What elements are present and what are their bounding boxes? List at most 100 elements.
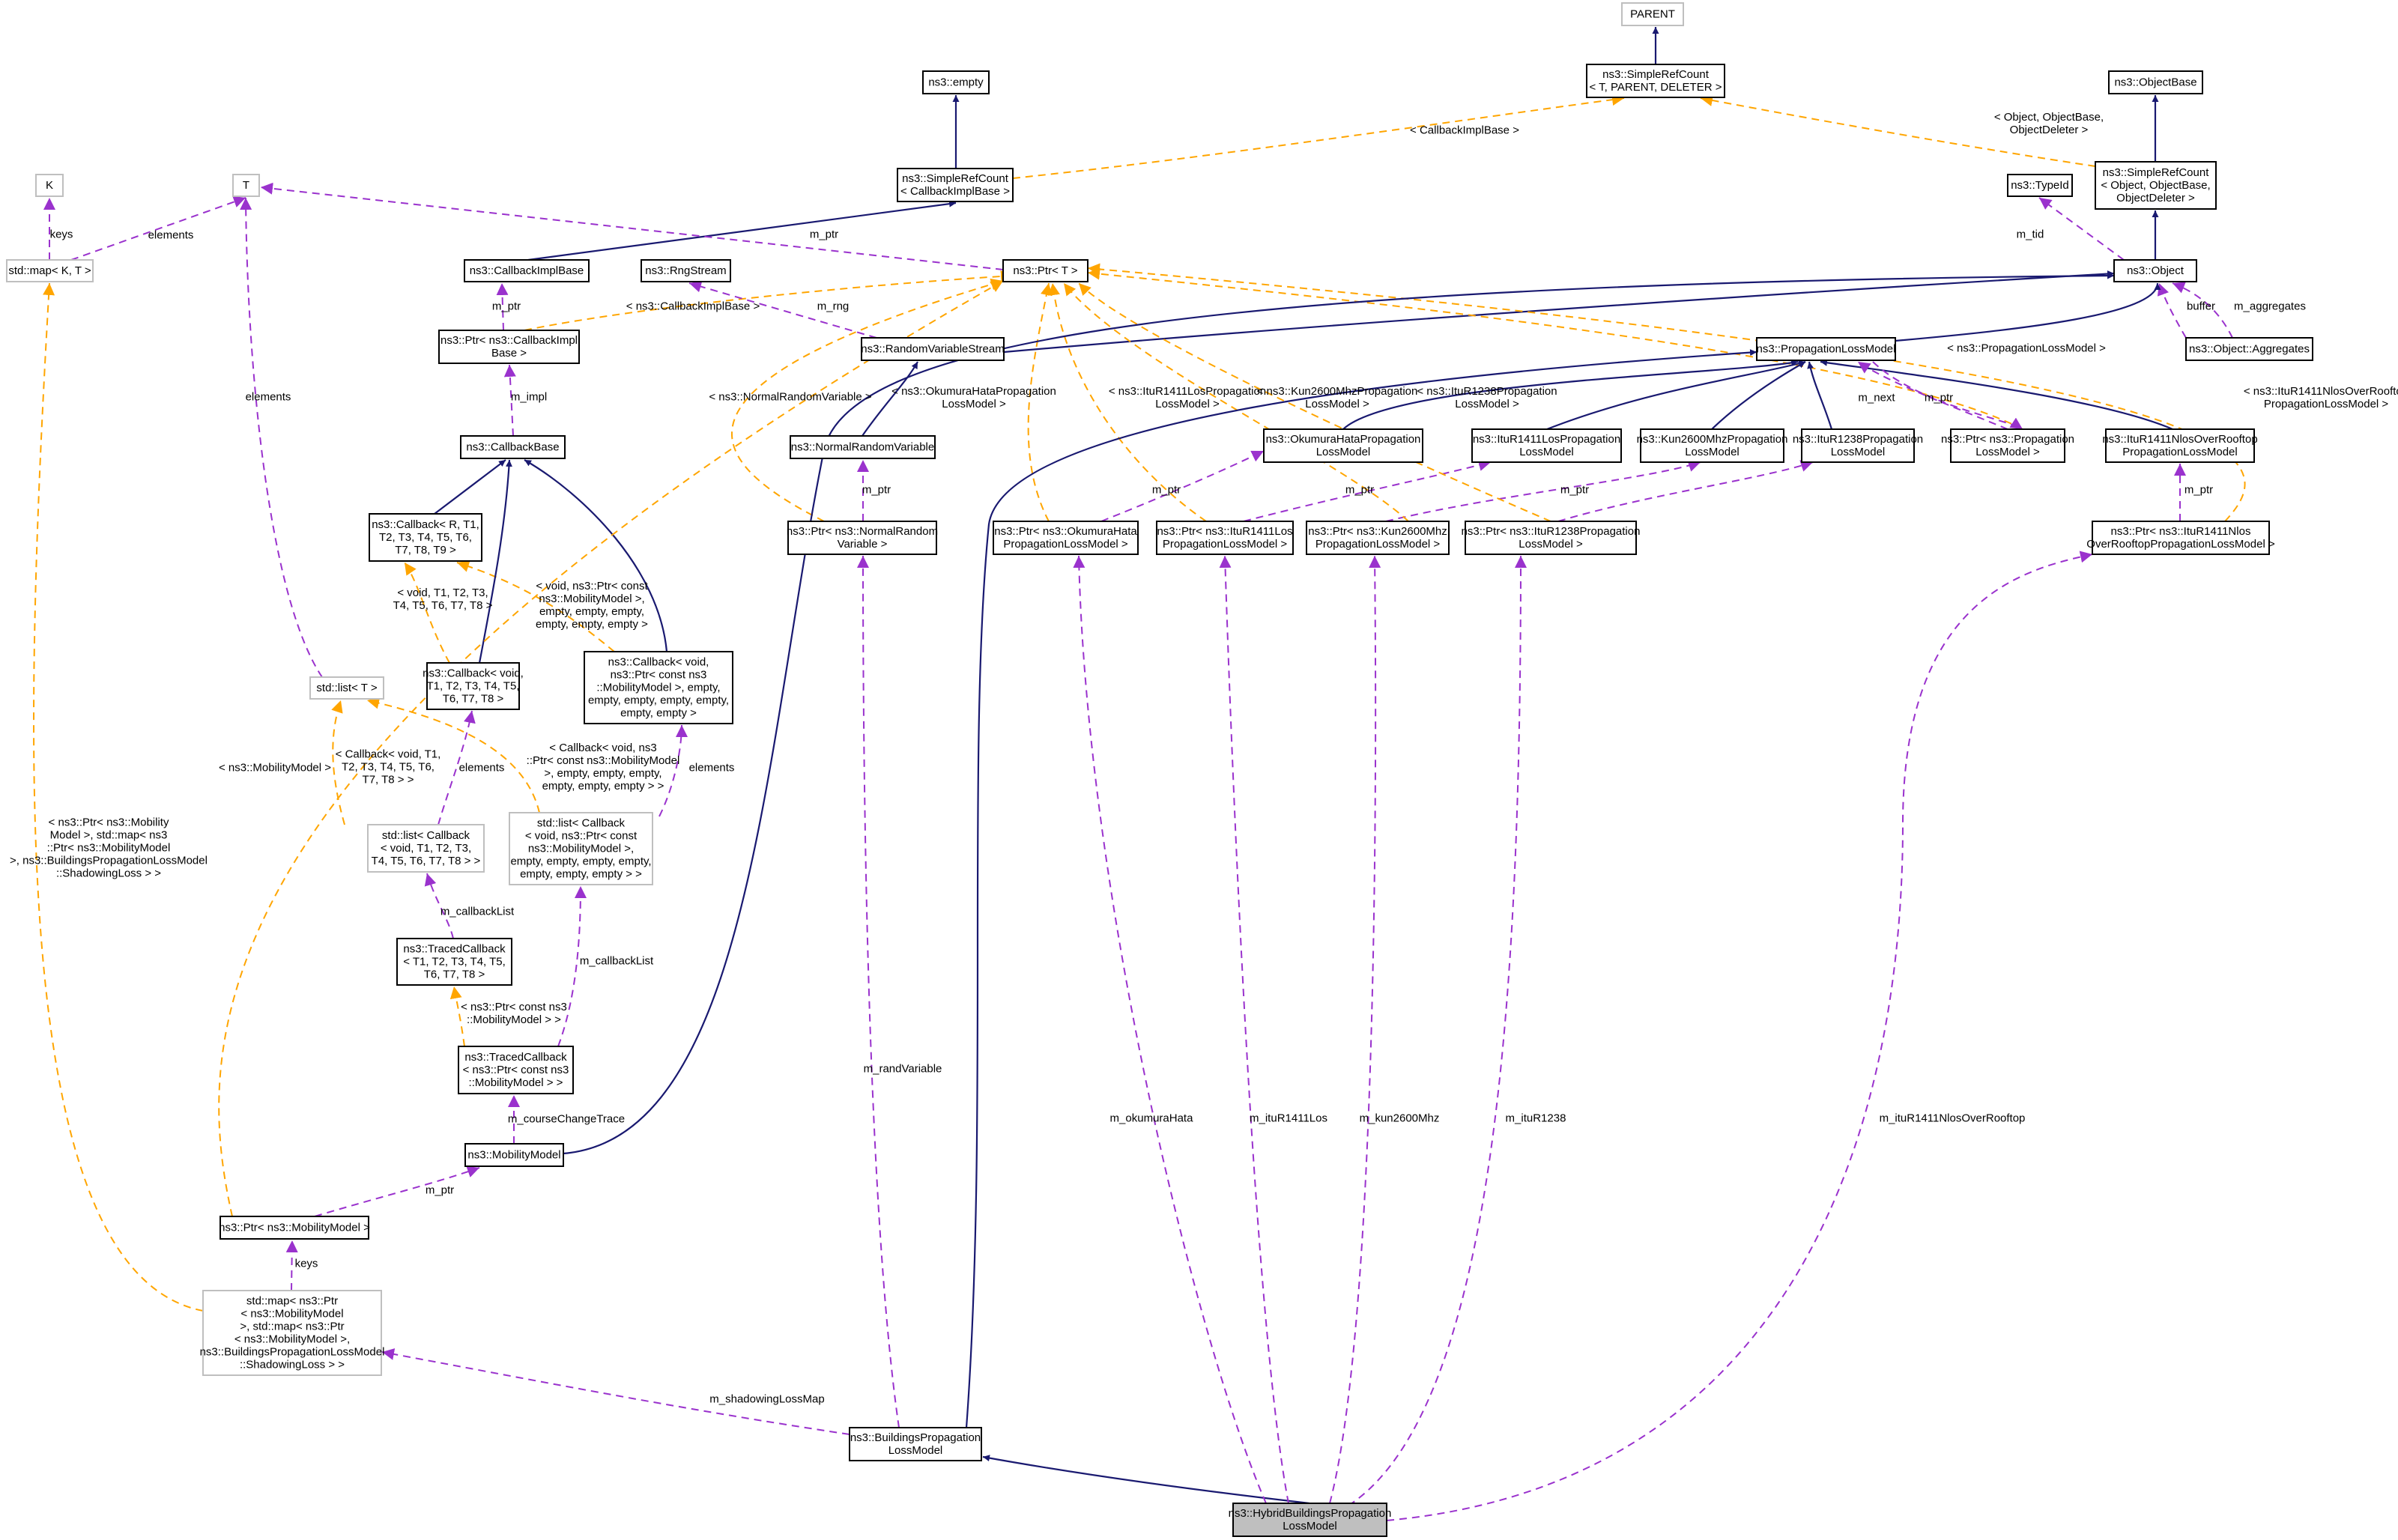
node-label-line: ::ShadowingLoss > > (240, 1359, 345, 1371)
edge-label-m-okumurahata: m_okumuraHata (1110, 1112, 1194, 1125)
edge-itur1238-to-propagation (1807, 361, 1833, 430)
node-label-line: ns3::NormalRandomVariable (791, 441, 934, 454)
node-box (1232, 1503, 1387, 1537)
node-object[interactable]: ns3::Object (2113, 259, 2197, 282)
node-ptr-okumura[interactable]: ns3::Ptr< ns3::OkumuraHataPropagationLos… (993, 521, 1139, 555)
node-label-line: LossModel (1283, 1520, 1337, 1533)
node-simplerefcount-generic[interactable]: ns3::SimpleRefCount< T, PARENT, DELETER … (1586, 64, 1725, 98)
edge-callback-void-template (404, 562, 450, 664)
edge-stdlist-t-elements (240, 197, 323, 678)
node-label-line: ns3::TypeId (2011, 179, 2069, 192)
node-simplerefcount-cbimpl[interactable]: ns3::SimpleRefCount< CallbackImplBase > (897, 168, 1014, 202)
edge-label-line: m_ptr (492, 300, 521, 313)
node-box (993, 521, 1139, 555)
node-label-line: std::list< T > (316, 682, 377, 694)
node-ptr-itur1411los[interactable]: ns3::Ptr< ns3::ItuR1411LosPropagationLos… (1156, 521, 1294, 555)
node-stdlist-cb-void[interactable]: std::list< Callback< void, T1, T2, T3,T4… (367, 824, 485, 873)
node-empty[interactable]: ns3::empty (922, 70, 990, 94)
edge-label-m-ptr-kun-1238: m_ptr (1560, 484, 1589, 497)
node-callbackimplbase[interactable]: ns3::CallbackImplBase (464, 259, 590, 282)
edge-label-line: >, ns3::BuildingsPropagationLossModel (10, 855, 208, 867)
node-callback-generic[interactable]: ns3::Callback< R, T1,T2, T3, T4, T5, T6,… (369, 513, 482, 562)
node-ptr-normalrandom[interactable]: ns3::Ptr< ns3::NormalRandomVariable > (787, 521, 938, 555)
edge-label-line: < ns3::CallbackImplBase > (626, 300, 760, 313)
node-rngstream[interactable]: ns3::RngStream (641, 259, 731, 282)
edge-label-m-ptr-propagation: m_ptr (1925, 392, 1953, 404)
node-ptr-itur1238[interactable]: ns3::Ptr< ns3::ItuR1238PropagationLossMo… (1462, 521, 1641, 555)
edge-ptr-okumura-mptr (1100, 450, 1265, 522)
edge-stdlist-cb-mm-template (366, 697, 540, 813)
node-ptr-t[interactable]: ns3::Ptr< T > (1002, 259, 1089, 282)
edge-label-line: m_ituR1411NlosOverRooftop (1880, 1112, 2026, 1125)
node-box (1586, 64, 1725, 98)
node-box (438, 330, 580, 364)
node-ptr-propagation[interactable]: ns3::Ptr< ns3::PropagationLossModel > (1941, 428, 2074, 463)
edge-ptr-t-mptr (260, 182, 1004, 270)
edge-label-m-rng: m_rng (817, 300, 850, 313)
node-randomvariablestream[interactable]: ns3::RandomVariableStream (861, 337, 1005, 361)
node-box (309, 676, 384, 700)
node-normalrandomvariable[interactable]: ns3::NormalRandomVariable (790, 435, 936, 459)
edge-label-line: PropagationLossModel > (2264, 398, 2389, 410)
node-stdmap-kt[interactable]: std::map< K, T > (6, 259, 94, 282)
node-box (2105, 428, 2255, 463)
node-label-line: ns3::ObjectBase (2114, 76, 2196, 89)
edge-label-line: m_ptr (810, 228, 838, 241)
node-stdmap-shadowing[interactable]: std::map< ns3::Ptr< ns3::MobilityModel>,… (200, 1290, 385, 1376)
edge-buildings-randvariable (857, 555, 900, 1428)
node-k[interactable]: K (35, 174, 64, 197)
edge-label-line: < Callback< void, T1, (336, 748, 441, 761)
node-label-line: LossModel > (1519, 538, 1583, 551)
node-callbackbase[interactable]: ns3::CallbackBase (460, 435, 566, 459)
node-label-line: std::map< ns3::Ptr (246, 1295, 338, 1308)
node-callback-void[interactable]: ns3::Callback< void,T1, T2, T3, T4, T5,T… (423, 662, 524, 710)
node-ptr-itur1411nlos[interactable]: ns3::Ptr< ns3::ItuR1411NlosOverRooftopPr… (2086, 521, 2275, 555)
node-tracedcallback-generic[interactable]: ns3::TracedCallback< T1, T2, T3, T4, T5,… (396, 938, 512, 986)
node-objectbase[interactable]: ns3::ObjectBase (2108, 70, 2203, 94)
edge-callbackimplbase-to-refcount (527, 200, 957, 261)
node-t[interactable]: T (232, 174, 260, 197)
edge-object-buffer (2157, 282, 2187, 339)
node-ptr-mobilitymodel[interactable]: ns3::Ptr< ns3::MobilityModel > (219, 1216, 370, 1240)
edge-rvs-mrng (688, 280, 877, 339)
node-stdlist-cb-mm[interactable]: std::list< Callback< void, ns3::Ptr< con… (509, 812, 653, 885)
node-ptr-callbackimpl[interactable]: ns3::Ptr< ns3::CallbackImplBase > (438, 330, 580, 364)
edge-label-list-cb-mm-tmpl: < Callback< void, ns3::Ptr< const ns3::M… (527, 742, 680, 792)
edge-itur1411los-to-propagation (1546, 360, 1806, 431)
edge-ptr-propagation-mptr (1857, 361, 2008, 430)
node-label-line: PropagationLossModel (2122, 446, 2237, 458)
edge-label-line: m_ptr (1152, 484, 1181, 497)
edge-label-line: m_shadowingLossMap (709, 1393, 824, 1406)
edge-label-line: elements (689, 762, 735, 774)
node-ptr-kun2600[interactable]: ns3::Ptr< ns3::Kun2600MhzPropagationLoss… (1306, 521, 1450, 555)
edge-label-line: T7, T8 > > (363, 774, 414, 786)
edge-label-line: LossModel > (1305, 398, 1369, 410)
node-stdlist-t[interactable]: std::list< T > (309, 676, 384, 700)
edge-label-line: ::ShadowingLoss > > (56, 867, 161, 880)
node-simplerefcount-object[interactable]: ns3::SimpleRefCount< Object, ObjectBase,… (2095, 161, 2217, 210)
node-buildingspropagation[interactable]: ns3::BuildingsPropagationLossModel (849, 1427, 982, 1461)
node-itur1411nlos[interactable]: ns3::ItuR1411NlosOverRooftopPropagationL… (2102, 428, 2258, 463)
node-mobilitymodel[interactable]: ns3::MobilityModel (464, 1143, 564, 1167)
node-label-line: T1, T2, T3, T4, T5, (427, 680, 520, 693)
node-tracedcallback-mm[interactable]: ns3::TracedCallback< ns3::Ptr< const ns3… (458, 1046, 574, 1094)
edge-label-line: m_kun2600Mhz (1360, 1112, 1440, 1125)
edge-label-m-ptr-itur1411los: m_ptr (1345, 484, 1374, 497)
edge-label-line: LossModel > (942, 398, 1006, 410)
edge-shadowing-map-template (33, 282, 204, 1312)
node-aggregates[interactable]: ns3::Object::Aggregates (2185, 337, 2313, 361)
node-propagationlossmodel[interactable]: ns3::PropagationLossModel (1756, 337, 1896, 361)
edge-label-m-ptr-okumura: m_ptr (1152, 484, 1181, 497)
node-typeid[interactable]: ns3::TypeId (2007, 174, 2073, 197)
node-callback-mm[interactable]: ns3::Callback< void,ns3::Ptr< const ns3:… (584, 651, 733, 724)
node-parent[interactable]: PARENT (1621, 2, 1684, 26)
edge-label-cbimplbase-ptr-tmpl: < ns3::CallbackImplBase > (626, 300, 760, 313)
